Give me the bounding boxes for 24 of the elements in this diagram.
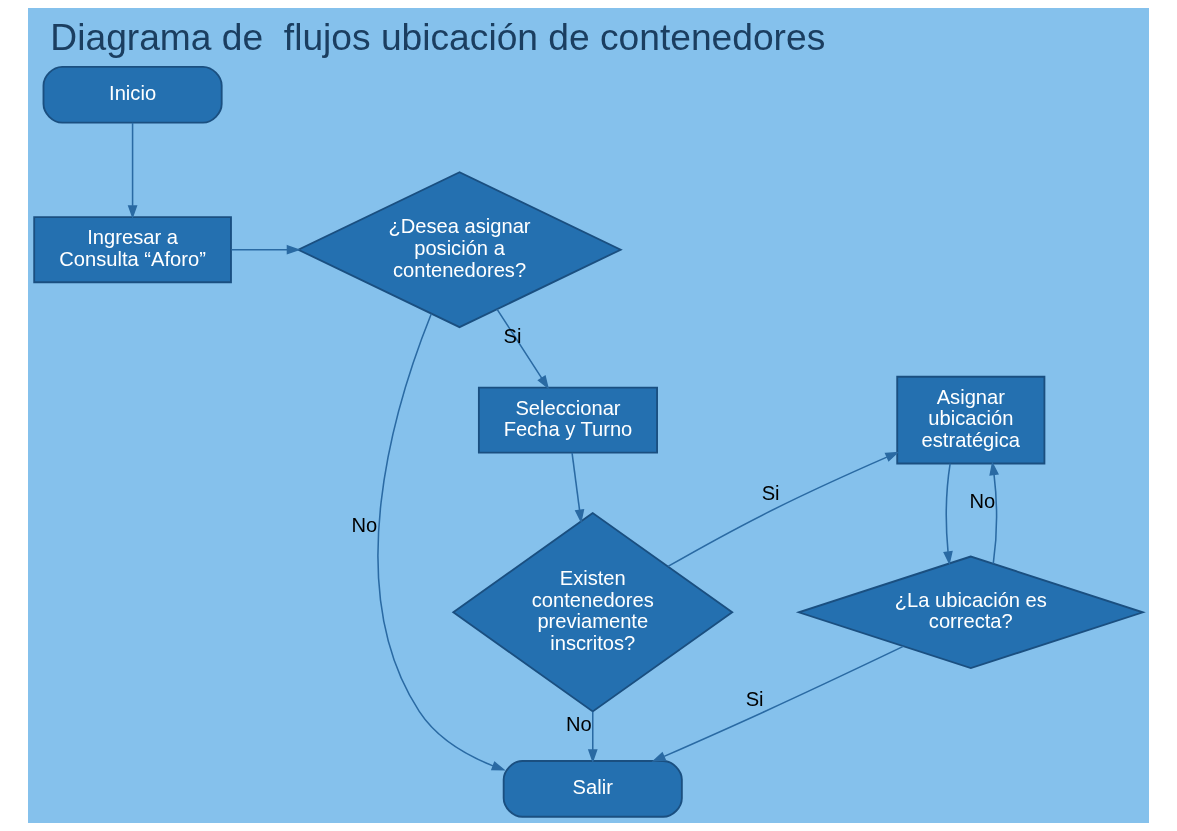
diagram-title: Diagrama de flujos ubicación de contenedores [50, 16, 826, 59]
arrow [571, 452, 585, 524]
arrow [989, 461, 999, 565]
node-box: Inicio [42, 65, 223, 124]
arrow [127, 122, 138, 220]
edge-label: No [969, 489, 996, 512]
arrow [230, 244, 301, 255]
arrow [651, 645, 905, 762]
edge-label: Si [761, 482, 780, 505]
node-diamond: Existen contenedores previamente inscritos? [451, 511, 734, 713]
arrow [667, 451, 900, 568]
arrow [496, 308, 550, 390]
node-diamond: ¿La ubicación es correcta? [795, 555, 1146, 670]
node-box: Ingresar a Consulta “Aforo” [33, 216, 232, 284]
arrow [587, 710, 598, 764]
edge-label: Si [745, 687, 764, 710]
edge-label: No [565, 712, 592, 735]
arrow [943, 462, 953, 566]
arrow [377, 313, 506, 771]
node-diamond: ¿Desea asignar posición a contenedores? [296, 171, 623, 329]
edge-label: No [351, 514, 378, 537]
node-box: Asignar ubicación estratégica [896, 375, 1046, 465]
node-box: Seleccionar Fecha y Turno [477, 386, 658, 454]
node-box: Salir [502, 760, 683, 818]
